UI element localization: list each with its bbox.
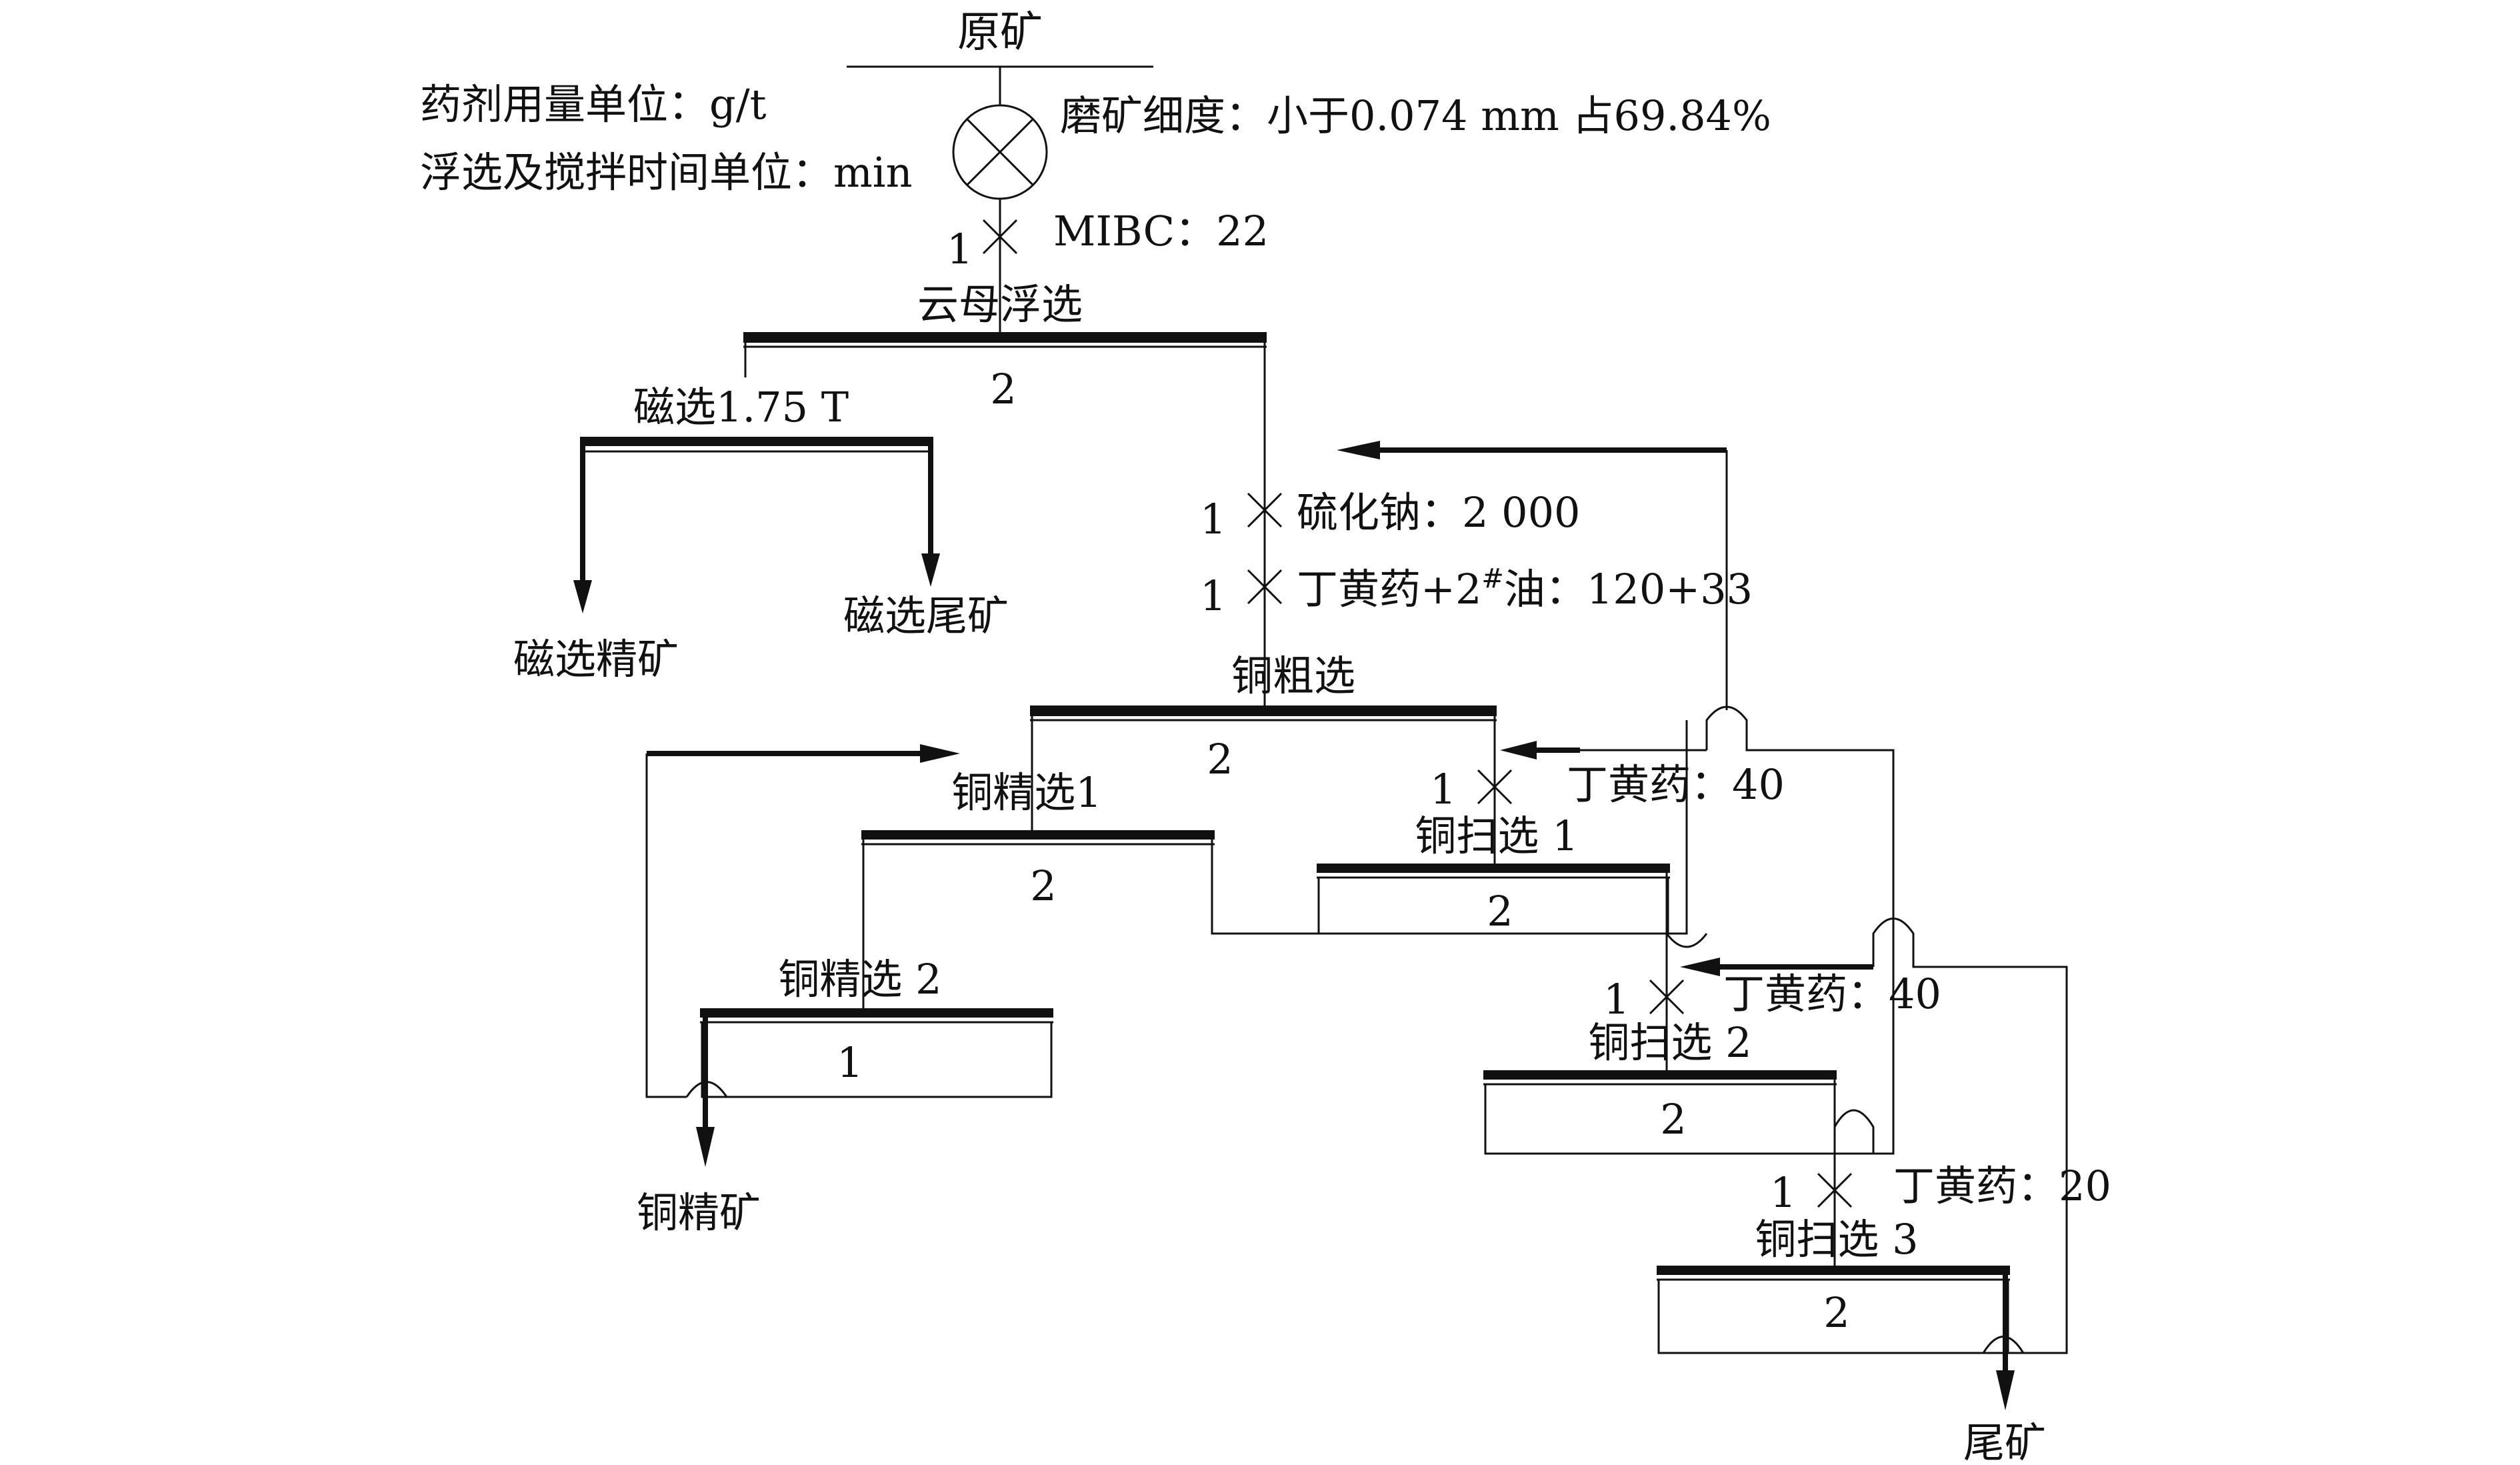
cu-rougher-title: 铜粗选 [1231, 651, 1355, 700]
scavenger2-tail-hop [1833, 1080, 1875, 1154]
scavenger2-froth-line [1835, 1127, 1895, 1155]
cu-scavenger3-title: 铜扫选 3 [1755, 1215, 1918, 1264]
rougher-cond1-reagent: 硫化钠：2 000 [1297, 488, 1581, 537]
cu-scavenger3-cell [1657, 1266, 2010, 1275]
cu-rougher-time: 2 [1207, 735, 1233, 784]
cu-scavenger1-time: 2 [1487, 887, 1513, 936]
cu-scavenger3-time: 2 [1823, 1288, 1849, 1337]
scavenger3-froth-line [2008, 1347, 2068, 1354]
mica-flotation-cell [743, 332, 1267, 343]
conditioner-x-mark [1817, 1172, 1853, 1208]
cu-scavenger1-cell [1317, 864, 1670, 873]
grinding-fineness: 磨矿细度：小于0.074 mm 占69.84% [1060, 91, 1771, 140]
scavenger1-cond-time: 1 [1430, 765, 1456, 814]
feed-label: 原矿 [957, 8, 1043, 57]
rougher-cond2-time: 1 [1200, 571, 1226, 620]
scavenger2-cond-time: 1 [1603, 975, 1629, 1024]
cu-cleaner1-time: 2 [1030, 862, 1056, 910]
magnetic-title: 磁选1.75 T [633, 383, 849, 431]
magnetic-concentrate-label: 磁选精矿 [513, 635, 679, 683]
cleaner2-tail-line [645, 754, 687, 1098]
rougher-cond1-time: 1 [1200, 495, 1226, 543]
cu-scavenger2-cell [1483, 1070, 1837, 1080]
time-unit-note: 浮选及搅拌时间单位：min [420, 148, 913, 197]
mica-flotation-title: 云母浮选 [917, 280, 1083, 329]
conditioner-x-mark [1247, 492, 1283, 528]
copper-concentrate-label: 铜精矿 [637, 1188, 761, 1237]
rougher-cond2-reagent: 丁黄药+2#油：120+33 [1297, 563, 1753, 613]
cu-cleaner2-time: 1 [837, 1038, 863, 1087]
cu-cleaner1-cell [861, 830, 1215, 840]
cu-scavenger2-time: 2 [1660, 1095, 1686, 1144]
scavenger3-reagent: 丁黄药：20 [1893, 1162, 2111, 1210]
cu-cleaner2-cell [700, 1008, 1053, 1018]
conditioner-x-mark [982, 219, 1018, 255]
reagent-unit-note: 药剂用量单位：g/t [420, 80, 767, 129]
mica-flotation-time: 2 [990, 365, 1016, 413]
final-tailings-label: 尾矿 [1963, 1418, 2046, 1465]
cu-rougher-cell [1030, 705, 1497, 716]
cu-cleaner2-title: 铜精选 2 [778, 955, 941, 1004]
scavenger2-reagent: 丁黄药：40 [1723, 970, 1941, 1018]
cu-scavenger2-title: 铜扫选 2 [1588, 1018, 1751, 1067]
mica-reagent: MIBC：22 [1053, 207, 1269, 255]
grinding-mill-icon [952, 104, 1048, 200]
scavenger1-reagent: 丁黄药：40 [1567, 760, 1785, 809]
mica-conditioning-time: 1 [947, 225, 973, 273]
cu-cleaner2-box [701, 1021, 1053, 1098]
cu-scavenger1-box [1317, 876, 1669, 935]
conditioner-x-mark [1477, 769, 1513, 805]
cu-cleaner1-title: 铜精选1 [951, 768, 1101, 817]
magnetic-tailings-label: 磁选尾矿 [843, 591, 1009, 640]
cu-scavenger1-title: 铜扫选 1 [1415, 812, 1578, 860]
magnetic-separator [580, 437, 933, 446]
scavenger3-cond-time: 1 [1770, 1168, 1796, 1217]
conditioner-x-mark [1649, 979, 1685, 1015]
conditioner-x-mark [1247, 569, 1283, 605]
